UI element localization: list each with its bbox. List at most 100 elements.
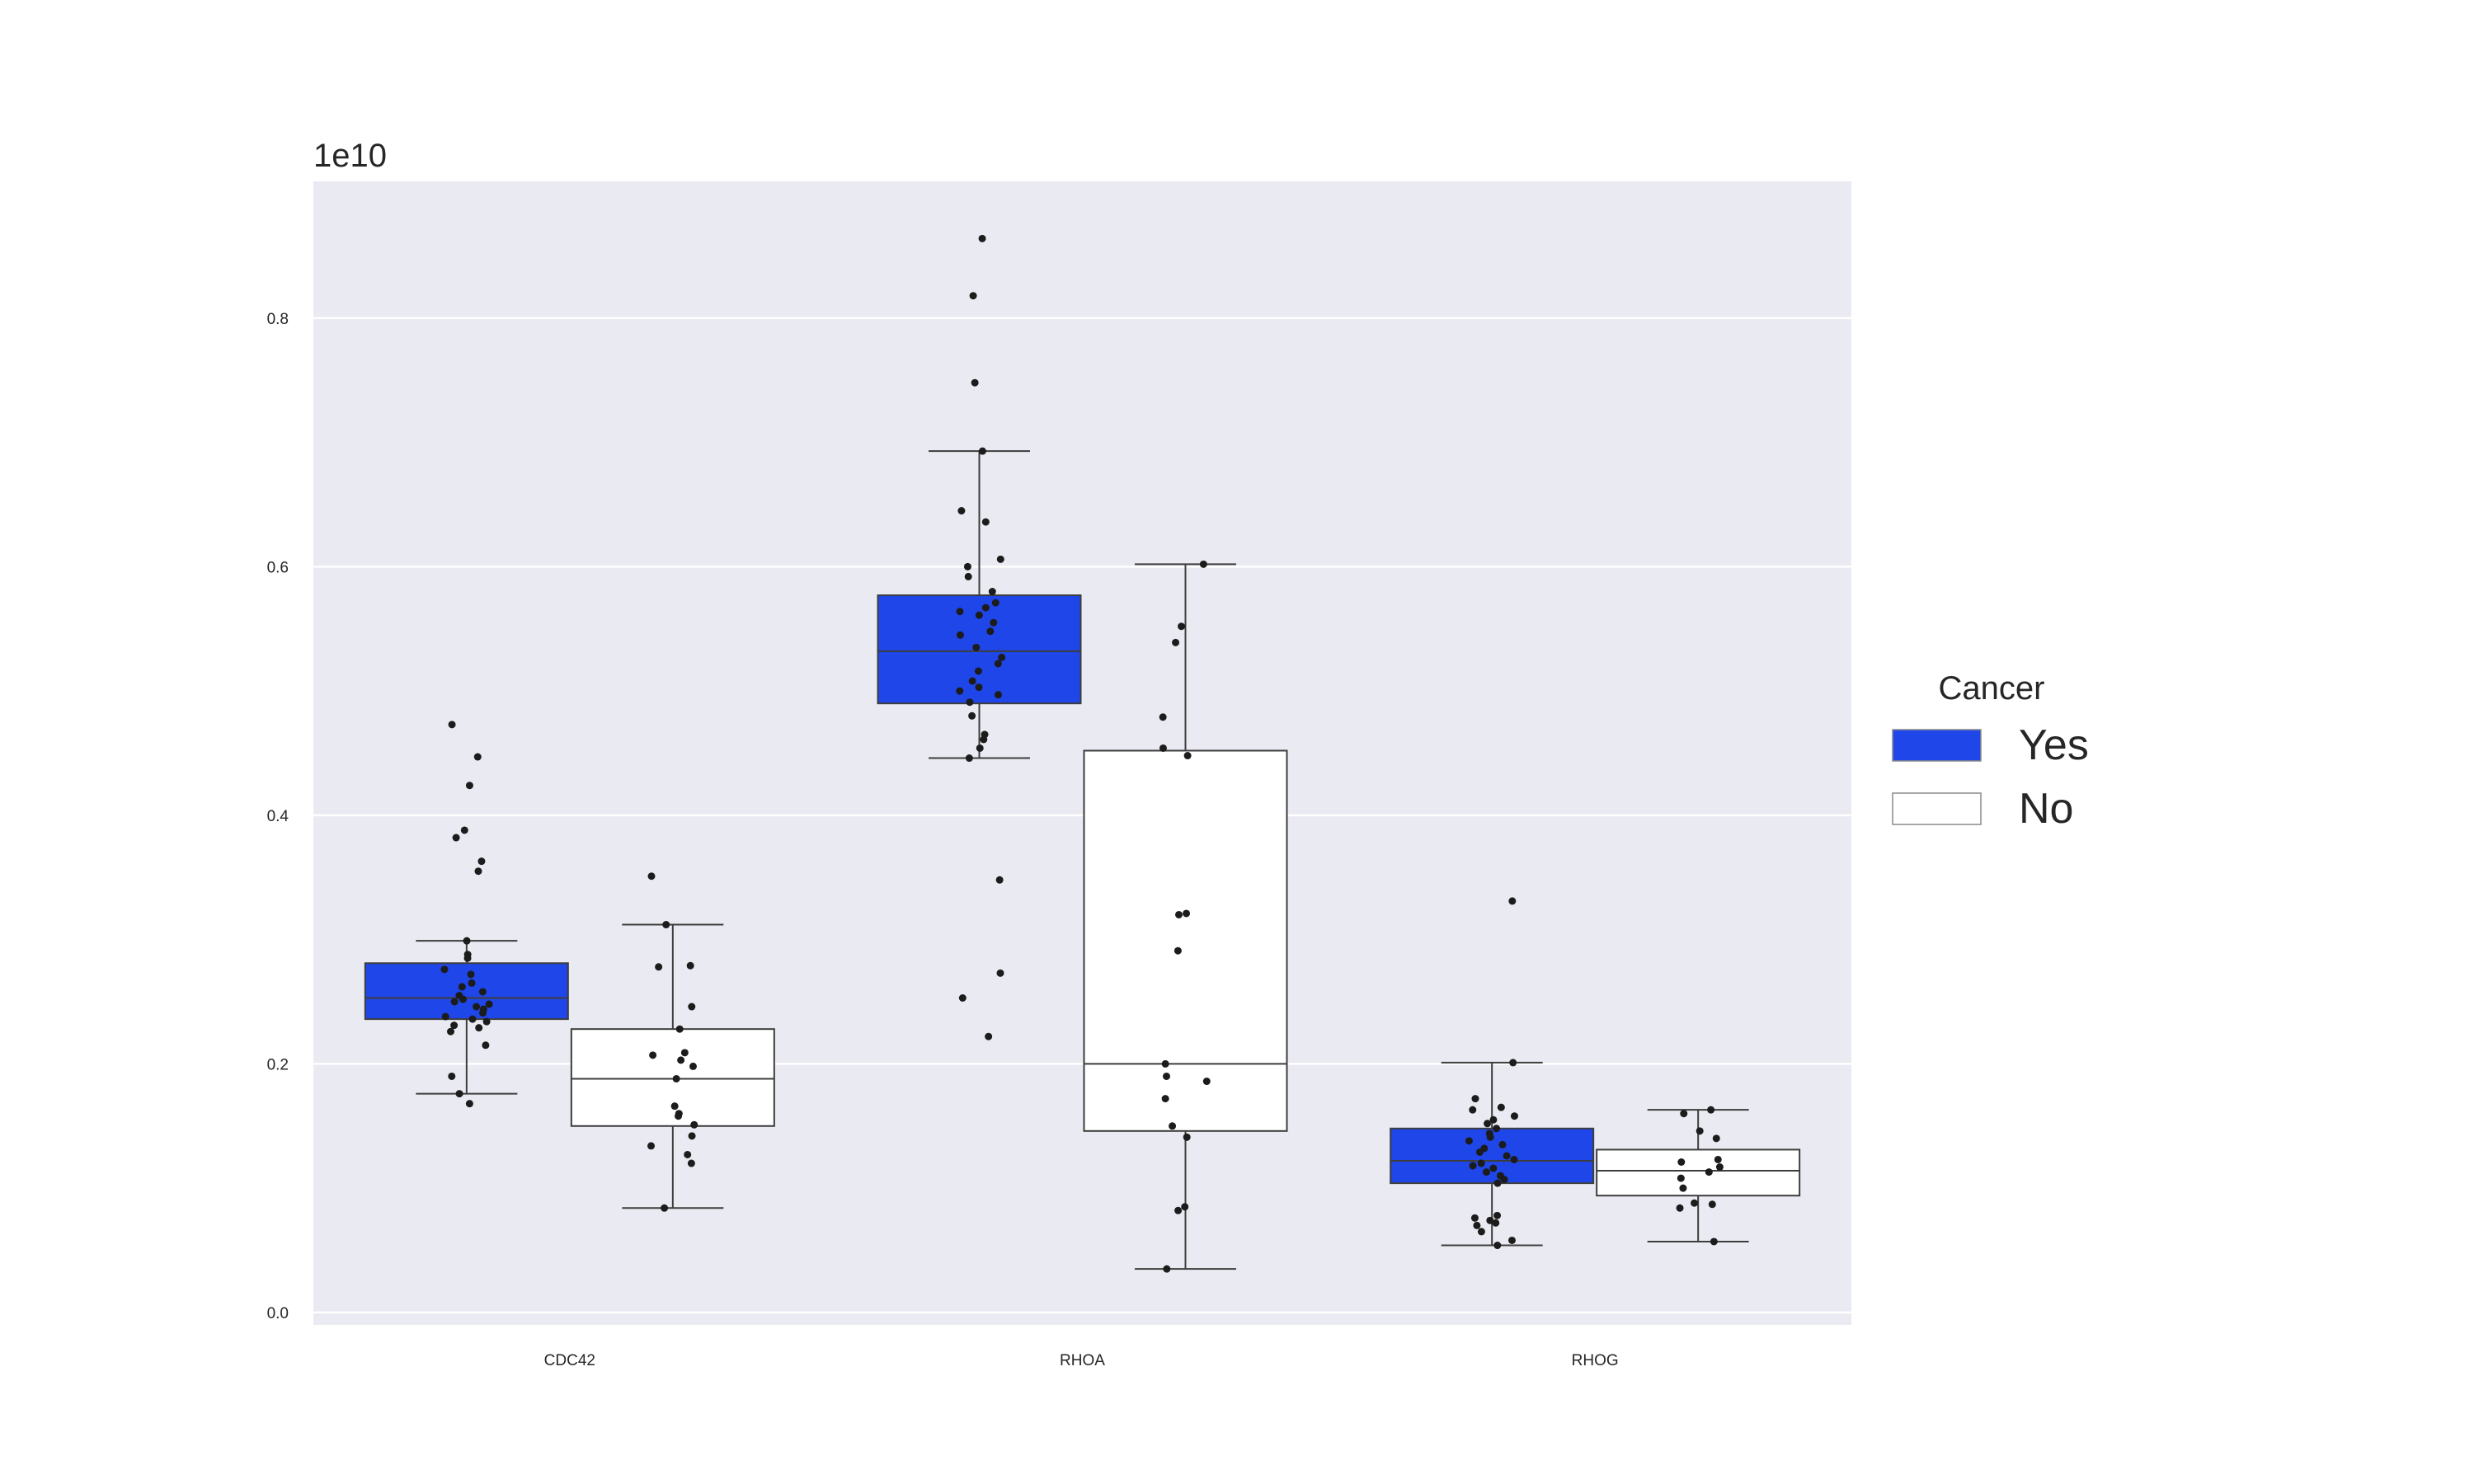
data-point — [981, 603, 990, 612]
data-point — [1162, 1072, 1170, 1080]
data-point — [482, 1041, 490, 1050]
data-point — [1471, 1095, 1479, 1103]
y-tick-label: 0.6 — [267, 559, 289, 576]
data-point — [463, 954, 472, 962]
data-point — [450, 998, 459, 1006]
data-point — [1498, 1140, 1507, 1148]
data-point — [963, 562, 971, 571]
x-tick-label: RHOG — [1572, 1352, 1619, 1369]
data-point — [1486, 1133, 1494, 1141]
data-point — [478, 988, 487, 996]
data-point — [675, 1025, 684, 1033]
data-point — [677, 1056, 685, 1064]
data-point — [1161, 1059, 1169, 1068]
data-point — [686, 961, 694, 970]
data-point — [1510, 1112, 1518, 1120]
data-point — [655, 963, 663, 971]
data-point — [986, 627, 995, 636]
data-point — [1489, 1115, 1498, 1124]
data-point — [670, 1102, 679, 1111]
data-point — [649, 1051, 657, 1059]
data-point — [1500, 1176, 1508, 1184]
data-point — [980, 735, 988, 744]
data-point — [1507, 1236, 1516, 1244]
data-point — [1183, 909, 1191, 918]
data-point — [981, 518, 990, 526]
data-point — [1510, 1155, 1518, 1163]
box-no-rhoa — [1083, 749, 1288, 1132]
data-point — [1680, 1110, 1688, 1118]
data-point — [680, 1049, 689, 1057]
data-point — [971, 378, 979, 387]
data-point — [988, 588, 996, 596]
data-point — [463, 937, 471, 945]
data-point — [672, 1074, 680, 1082]
data-point — [1677, 1174, 1685, 1182]
data-point — [994, 691, 1002, 699]
data-point — [996, 555, 1004, 563]
data-point — [957, 507, 966, 515]
data-point — [675, 1112, 683, 1120]
data-point — [995, 876, 1004, 884]
data-point — [1712, 1134, 1720, 1143]
data-point — [690, 1120, 698, 1129]
data-point — [1470, 1214, 1479, 1222]
data-point — [455, 1090, 463, 1098]
data-point — [1503, 1152, 1511, 1160]
data-point — [1172, 638, 1180, 646]
data-point — [956, 687, 964, 695]
data-point — [473, 1003, 481, 1011]
legend-swatch-yes — [1892, 729, 1982, 762]
data-point — [966, 698, 974, 707]
data-point — [441, 1012, 449, 1021]
data-point — [482, 1017, 491, 1026]
data-point — [1169, 1122, 1177, 1130]
data-point — [956, 608, 964, 616]
data-point — [687, 1159, 695, 1167]
data-point — [465, 782, 473, 790]
data-point — [440, 965, 449, 974]
data-point — [447, 1027, 455, 1036]
data-point — [1493, 1242, 1502, 1250]
plot-background — [313, 181, 1851, 1325]
data-point — [1486, 1216, 1494, 1224]
y-tick-label: 0.0 — [267, 1305, 289, 1322]
x-tick-label: RHOA — [1060, 1352, 1105, 1369]
data-point — [958, 993, 967, 1002]
data-point — [996, 969, 1004, 977]
data-point — [975, 611, 983, 619]
box-no-cdc42 — [570, 1028, 775, 1127]
data-point — [1714, 1155, 1722, 1163]
data-point — [1691, 1199, 1699, 1207]
data-point — [1484, 1120, 1492, 1128]
data-point — [991, 599, 999, 607]
data-point — [479, 1009, 487, 1017]
data-point — [990, 618, 998, 627]
data-point — [460, 826, 468, 834]
data-point — [661, 1204, 669, 1212]
legend-label-no: No — [2019, 785, 2073, 833]
data-point — [1159, 744, 1167, 752]
data-point — [978, 234, 986, 242]
data-point — [1696, 1127, 1704, 1135]
data-point — [1705, 1168, 1713, 1176]
legend-title: Cancer — [1939, 670, 2045, 707]
data-point — [465, 1100, 473, 1108]
data-point — [459, 995, 467, 1003]
data-point — [1174, 910, 1183, 918]
data-point — [1161, 1095, 1169, 1103]
data-point — [1174, 1206, 1183, 1214]
y-tick-label: 0.2 — [267, 1056, 289, 1073]
data-point — [1183, 1133, 1191, 1141]
data-point — [1497, 1103, 1505, 1111]
box-yes-rhog — [1390, 1127, 1595, 1185]
data-point — [688, 1132, 696, 1140]
data-point — [468, 979, 476, 987]
data-point — [1492, 1219, 1500, 1227]
data-point — [1183, 752, 1192, 760]
data-point — [1477, 1228, 1485, 1236]
box-yes-cdc42 — [364, 962, 569, 1021]
data-point — [688, 1003, 696, 1011]
